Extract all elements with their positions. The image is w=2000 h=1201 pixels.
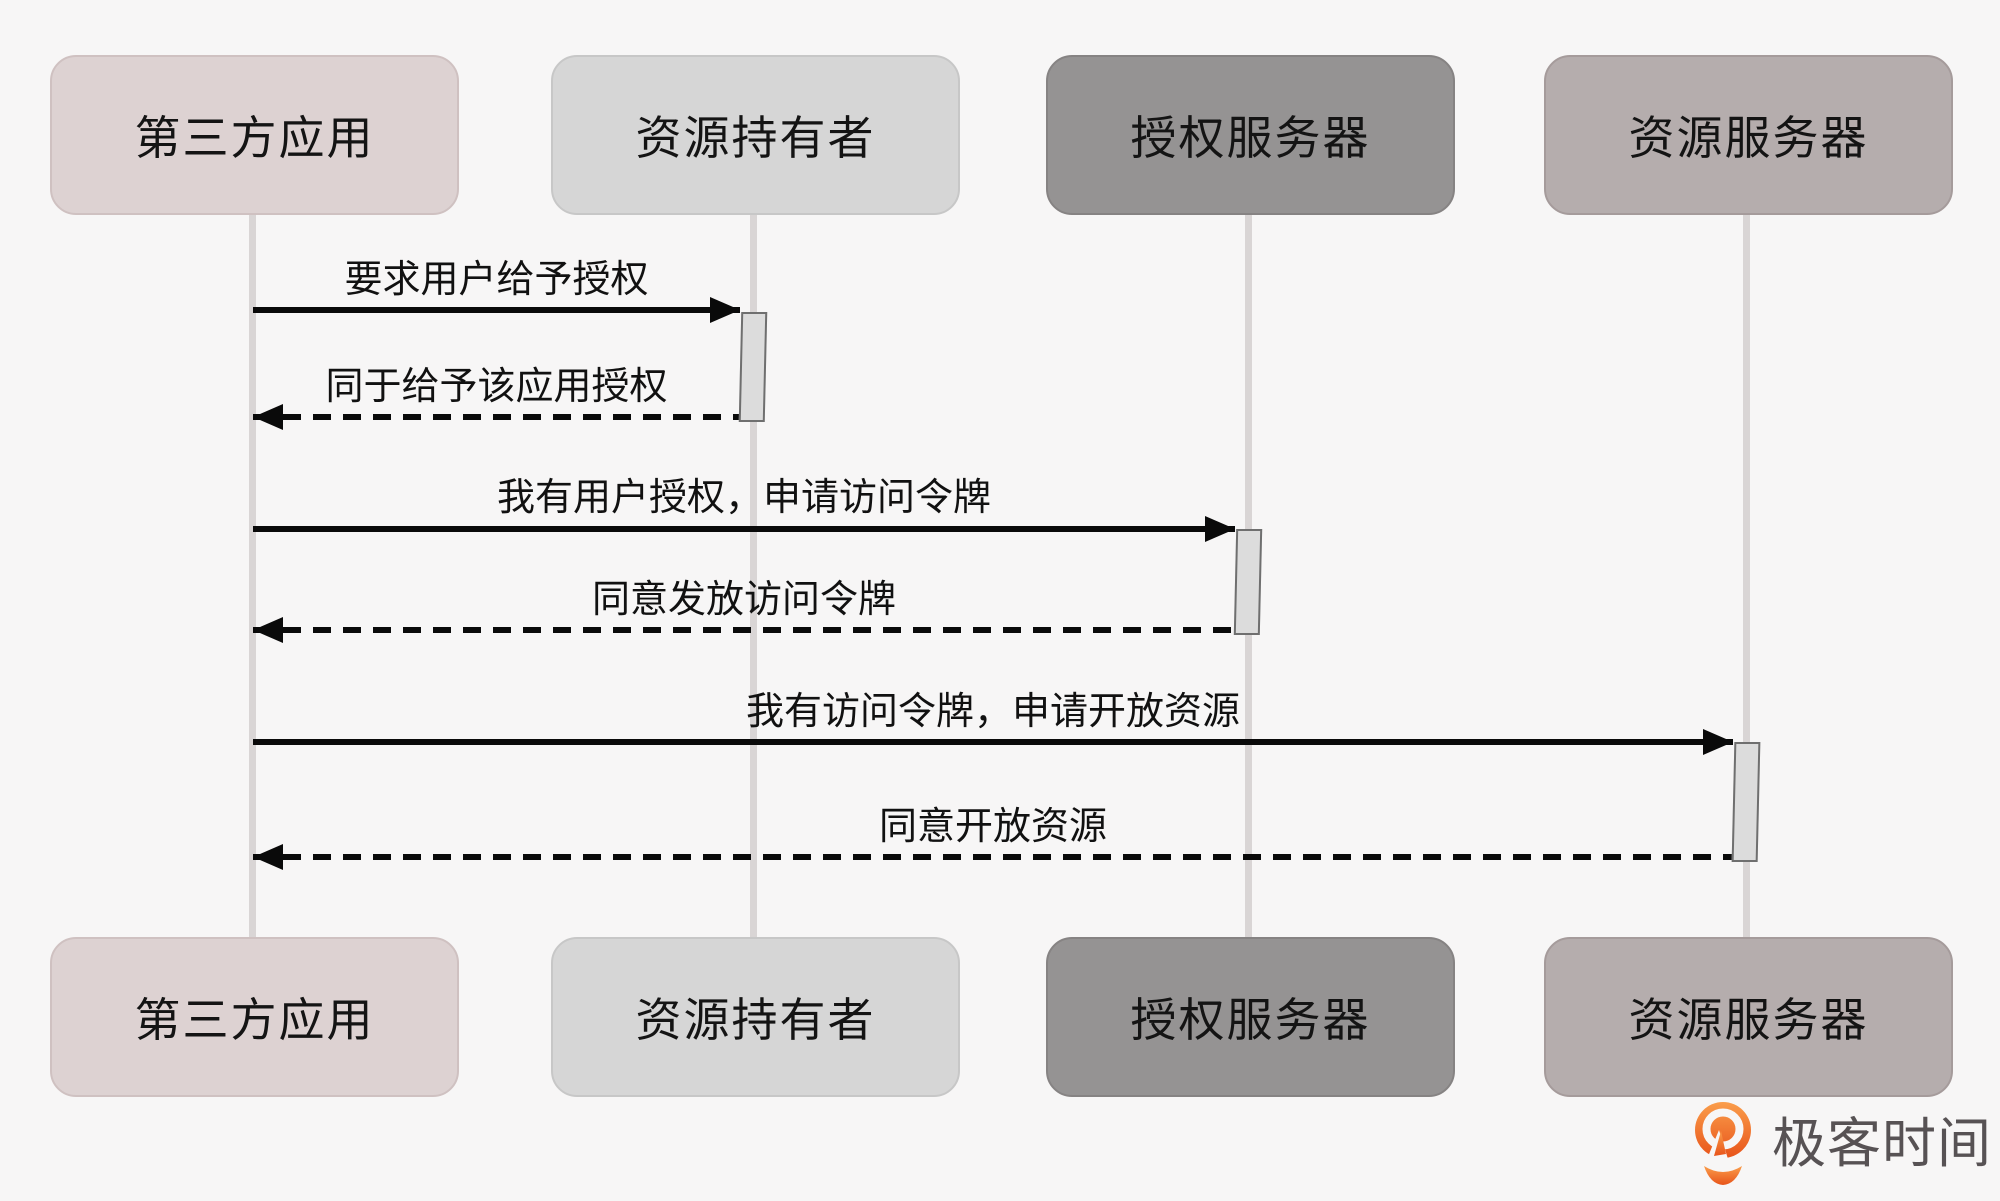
actor-label: 资源服务器 xyxy=(1628,112,1869,164)
arrowhead-right-icon xyxy=(1205,516,1235,542)
actor-label: 授权服务器 xyxy=(1130,994,1371,1046)
arrowhead-left-icon xyxy=(253,844,283,870)
arrowhead-right-icon xyxy=(1703,729,1733,755)
message-label: 同于给予该应用授权 xyxy=(325,366,668,408)
message-label: 我有访问令牌，申请开放资源 xyxy=(745,691,1240,733)
geektime-pin-icon xyxy=(1695,1102,1751,1185)
actor-top-resource-owner: 资源持有者 xyxy=(551,55,960,215)
actor-bottom-auth-server: 授权服务器 xyxy=(1046,937,1455,1097)
lifeline-third-party-app xyxy=(249,205,256,943)
geektime-logo-text: 极客时间 xyxy=(1772,1114,1992,1174)
actor-bottom-third-party-app: 第三方应用 xyxy=(50,937,459,1097)
geektime-logo: 极客时间 xyxy=(1692,1100,1992,1188)
arrowhead-left-icon xyxy=(253,617,283,643)
message-label: 要求用户给予授权 xyxy=(344,259,649,301)
arrowhead-right-icon xyxy=(710,297,740,323)
actor-top-auth-server: 授权服务器 xyxy=(1046,55,1455,215)
message-arrow-4 xyxy=(253,617,1235,643)
actor-label: 授权服务器 xyxy=(1130,112,1371,164)
lifeline-resource-server xyxy=(1743,205,1750,943)
actor-bottom-resource-server: 资源服务器 xyxy=(1544,937,1953,1097)
actor-label: 第三方应用 xyxy=(134,994,375,1046)
lifeline-resource-owner xyxy=(750,205,757,943)
actor-label: 第三方应用 xyxy=(134,112,375,164)
message-label: 同意开放资源 xyxy=(878,806,1107,848)
activation-bar-resource-server xyxy=(1731,742,1761,862)
message-label: 同意发放访问令牌 xyxy=(591,579,896,621)
message-arrow-2 xyxy=(253,404,740,430)
message-arrow-6 xyxy=(253,844,1733,870)
actor-top-third-party-app: 第三方应用 xyxy=(50,55,459,215)
arrowhead-left-icon xyxy=(253,404,283,430)
message-arrow-5 xyxy=(253,729,1733,755)
message-arrow-3 xyxy=(253,516,1235,542)
message-arrow-1 xyxy=(253,297,740,323)
actor-label: 资源服务器 xyxy=(1628,994,1869,1046)
actor-label: 资源持有者 xyxy=(635,112,876,164)
activation-bar-auth-server xyxy=(1233,529,1263,635)
message-label: 我有用户授权，申请访问令牌 xyxy=(496,477,991,519)
actor-bottom-resource-owner: 资源持有者 xyxy=(551,937,960,1097)
activation-bar-resource-owner xyxy=(738,312,768,422)
actor-label: 资源持有者 xyxy=(635,994,876,1046)
actor-top-resource-server: 资源服务器 xyxy=(1544,55,1953,215)
